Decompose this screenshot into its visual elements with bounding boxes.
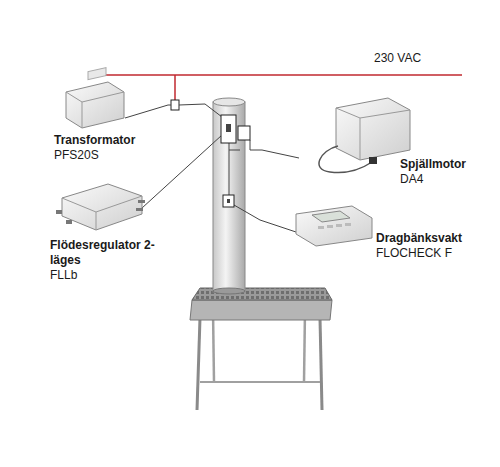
voltage-label: 230 VAC <box>374 51 421 65</box>
device-name: Dragbänksvakt <box>376 231 462 246</box>
power-line <box>105 75 462 110</box>
fume-bench <box>190 288 332 410</box>
model-code: DA4 <box>400 172 466 187</box>
damper-motor-device <box>319 98 410 173</box>
duct-components <box>221 115 250 207</box>
monitor-device <box>296 206 372 246</box>
transformer-label: TransformatorPFS20S <box>54 133 135 163</box>
transformer-device <box>66 68 124 128</box>
device-name: Spjällmotor <box>400 157 466 172</box>
flow-controller-label: Flödesregulator 2-lägesFLLb <box>50 238 158 283</box>
flow-controller-device <box>56 184 145 230</box>
device-name: Transformator <box>54 133 135 148</box>
model-code: PFS20S <box>54 148 135 163</box>
leader-lines <box>125 104 299 232</box>
model-code: FLOCHECK F <box>376 246 462 261</box>
monitor-label: DragbänksvaktFLOCHECK F <box>376 231 462 261</box>
damper-motor-label: SpjällmotorDA4 <box>400 157 466 187</box>
model-code: FLLb <box>50 268 158 283</box>
device-name: Flödesregulator 2-läges <box>50 238 158 268</box>
